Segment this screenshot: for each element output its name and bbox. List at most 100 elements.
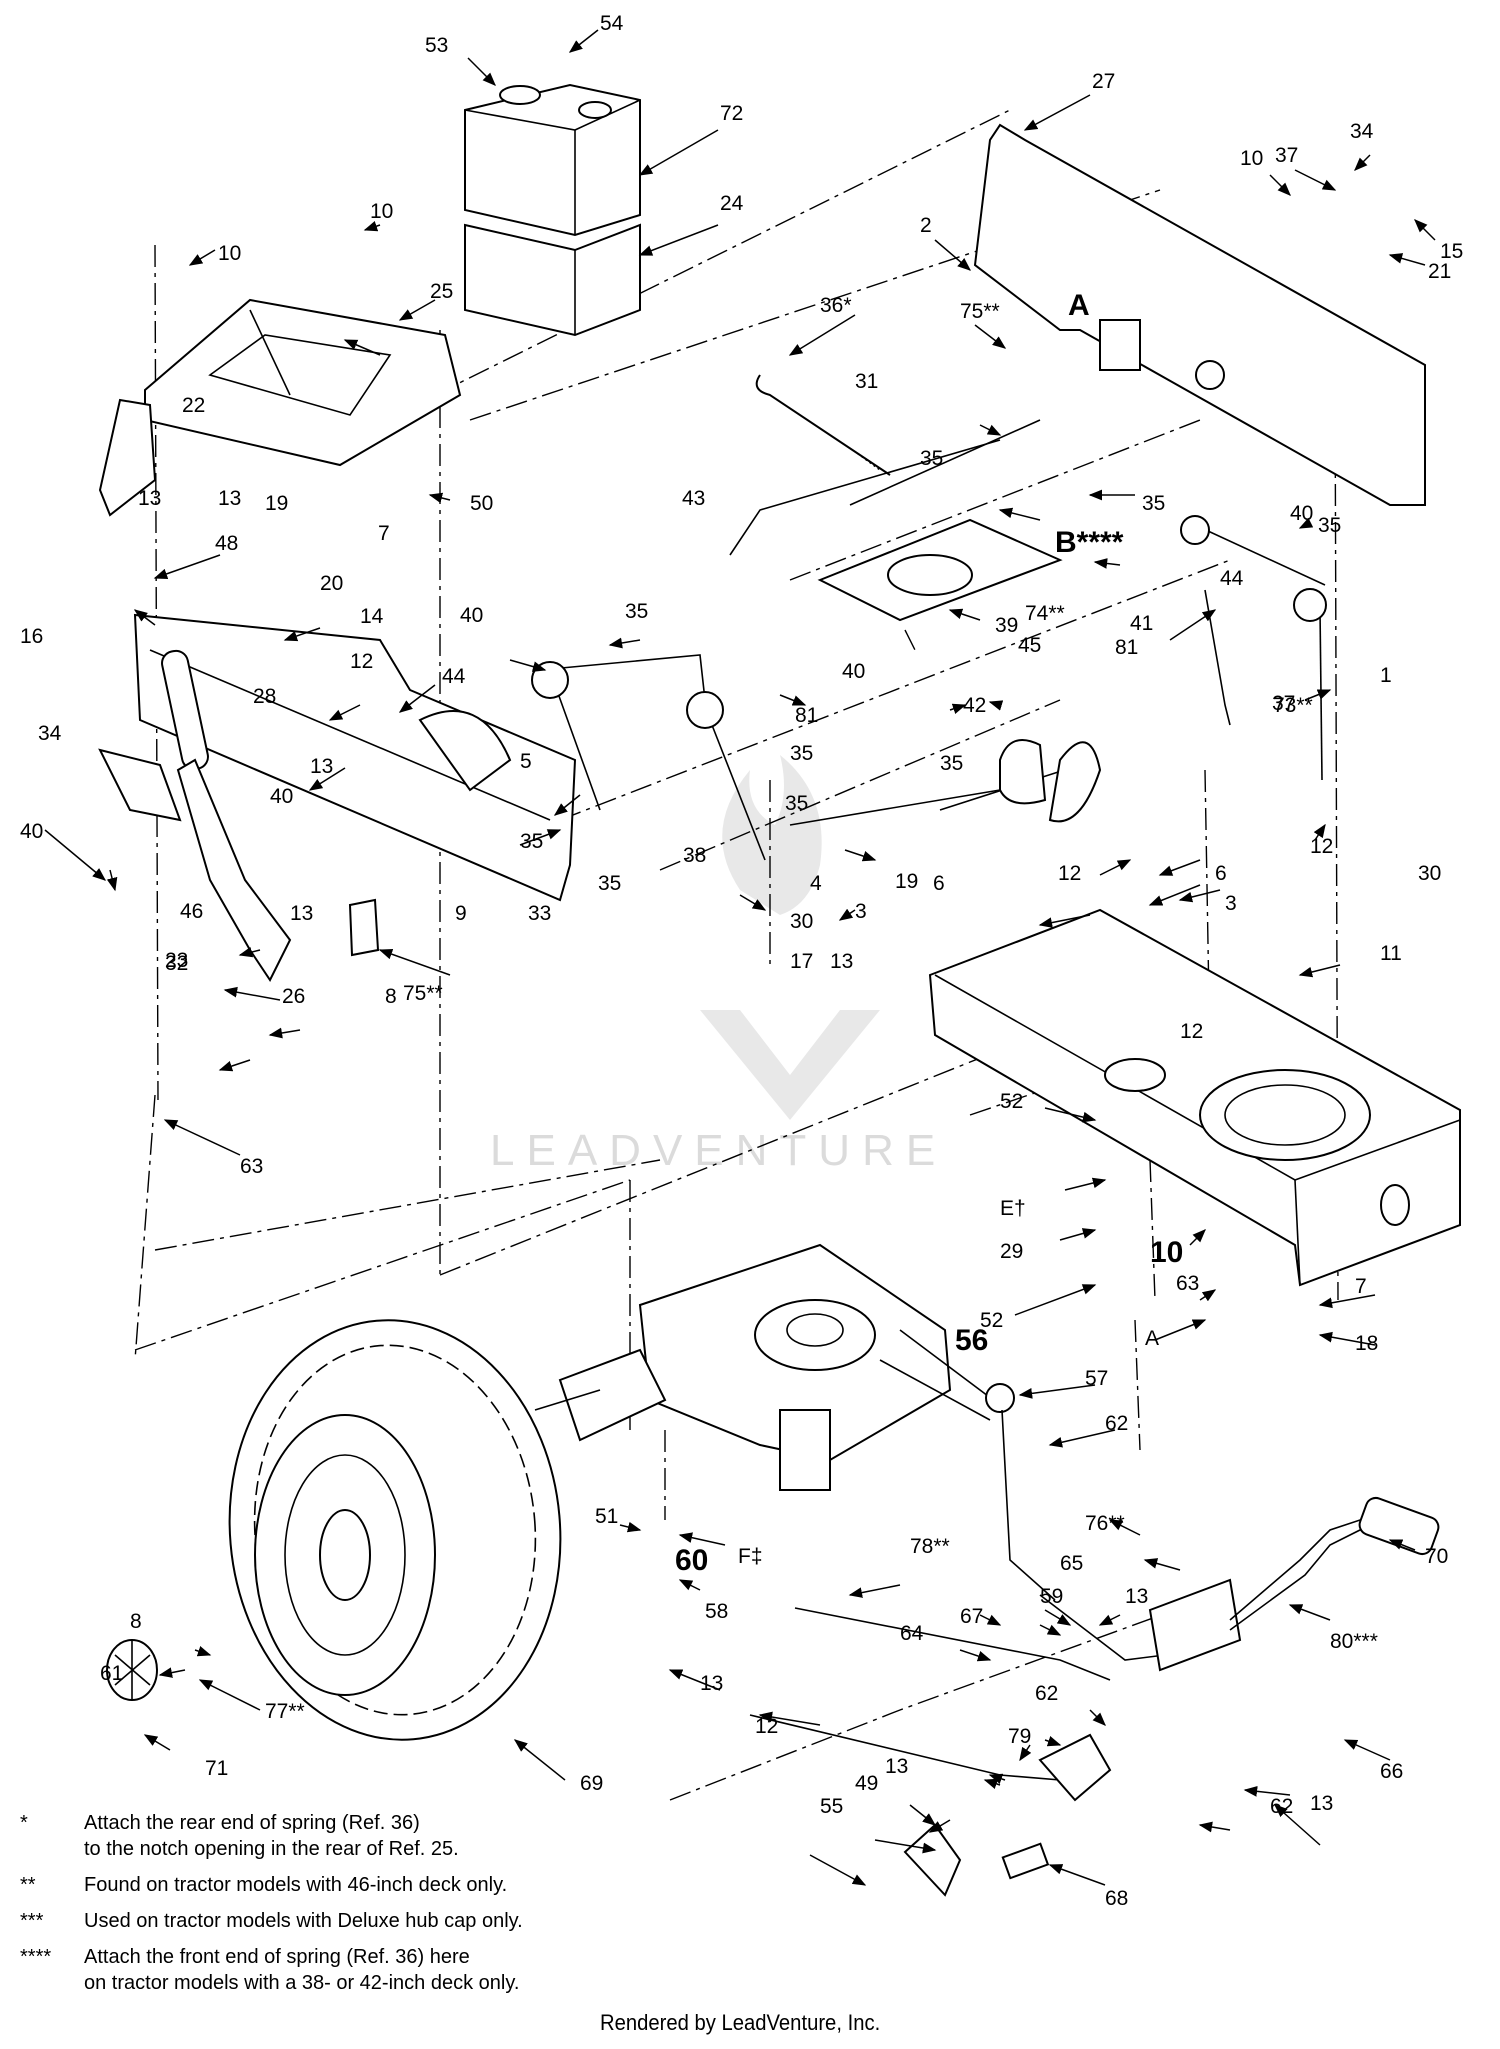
- ref-label: 73**: [1273, 694, 1313, 717]
- footnote: ** Found on tractor models with 46-inch …: [20, 1872, 640, 1898]
- ref-label: F‡: [738, 1545, 763, 1568]
- footnote-mark: **: [20, 1874, 36, 1896]
- ref-label: 11: [1380, 942, 1402, 965]
- ref-label: 6: [933, 872, 945, 895]
- ref-label: 68: [1105, 1887, 1128, 1910]
- ref-label: 54: [600, 12, 624, 35]
- ref-label: 14: [360, 605, 384, 628]
- ref-label: 13: [310, 755, 333, 778]
- footnotes: * Attach the rear end of spring (Ref. 36…: [20, 1810, 640, 2006]
- ref-label: 13: [138, 487, 161, 510]
- ref-label: 13: [830, 950, 853, 973]
- ref-label: 75**: [960, 300, 1000, 323]
- ref-label: 22: [182, 394, 205, 417]
- ref-label: 44: [1220, 567, 1244, 590]
- ref-label: 37: [1272, 692, 1295, 715]
- ref-label: 37: [1275, 144, 1298, 167]
- callout-b: B****: [1055, 526, 1124, 559]
- ref-label: 13: [1125, 1585, 1148, 1608]
- watermark-text: LEADVENTURE: [490, 1126, 947, 1175]
- footnote-mark: ***: [20, 1910, 44, 1932]
- ref-label: 72: [720, 102, 743, 125]
- reference-numbers: 54 53 72 24 27 34 37 10 15 21 2 75** 10 …: [20, 12, 1463, 1910]
- shift-and-pedal-linkage: [749, 1383, 1440, 1897]
- ref-label: 15: [1440, 240, 1463, 263]
- ref-label: 35: [1318, 514, 1341, 537]
- ref-label: 23: [165, 949, 188, 972]
- lift-spring-and-shaft: [729, 374, 1063, 622]
- ref-label: 6: [1215, 862, 1227, 885]
- ref-label: 52: [980, 1309, 1003, 1332]
- ref-label: 67: [960, 1605, 983, 1628]
- ref-label: 43: [682, 487, 705, 510]
- ref-label: A: [1145, 1327, 1159, 1350]
- ref-label: 46: [180, 900, 203, 923]
- footnote: **** Attach the front end of spring (Ref…: [20, 1944, 640, 1996]
- ref-label: 10: [1240, 147, 1263, 170]
- ref-label: 25: [430, 280, 453, 303]
- ref-label: 12: [1180, 1020, 1203, 1043]
- ref-label: 64: [900, 1622, 924, 1645]
- footnote: *** Used on tractor models with Deluxe h…: [20, 1908, 640, 1934]
- ref-label: 62: [1105, 1412, 1128, 1435]
- footnote-text: Used on tractor models with Deluxe hub c…: [84, 1910, 523, 1932]
- ref-label: 26: [282, 985, 305, 1008]
- ref-label: 40: [270, 785, 293, 808]
- ref-label: 49: [855, 1772, 878, 1795]
- ref-label: 10: [370, 200, 393, 223]
- ref-label: 24: [720, 192, 744, 215]
- ref-label: 50: [470, 492, 493, 515]
- ref-label: 31: [855, 370, 878, 393]
- ref-label: 69: [580, 1772, 603, 1795]
- ref-label: 70: [1425, 1545, 1448, 1568]
- ref-label: 36*: [820, 294, 852, 317]
- ref-label: 78**: [910, 1535, 950, 1558]
- ref-label: 80***: [1330, 1630, 1378, 1653]
- ref-label: 12: [755, 1715, 778, 1738]
- ref-label: 29: [1000, 1240, 1023, 1263]
- ref-label: 40: [842, 660, 865, 683]
- ref-label: 63: [240, 1155, 263, 1178]
- ref-label: 7: [1355, 1275, 1367, 1298]
- ref-label: 74**: [1025, 602, 1065, 625]
- ref-label: 62: [1270, 1795, 1293, 1818]
- ref-label: 44: [442, 665, 466, 688]
- ref-label: 7: [378, 522, 390, 545]
- ref-label: 16: [20, 625, 43, 648]
- ref-label: 66: [1380, 1760, 1403, 1783]
- ref-label: 71: [205, 1757, 228, 1780]
- ref-label: 48: [215, 532, 238, 555]
- battery-assembly: [464, 83, 641, 337]
- ref-label: 10: [218, 242, 241, 265]
- ref-label: 57: [1085, 1367, 1108, 1390]
- ref-label: 59: [1040, 1585, 1063, 1608]
- ref-label: 53: [425, 34, 448, 57]
- footnote: * Attach the rear end of spring (Ref. 36…: [20, 1810, 640, 1862]
- main-frame: [928, 908, 1461, 1287]
- footnote-text: Attach the front end of spring (Ref. 36)…: [84, 1946, 520, 1994]
- ref-label: 13: [218, 487, 241, 510]
- ref-label: 52: [1000, 1090, 1023, 1113]
- lift-linkage: [531, 515, 1327, 861]
- ref-label: 61: [100, 1662, 123, 1685]
- ref-label: 30: [1418, 862, 1441, 885]
- leadventure-watermark: LEADVENTURE: [490, 755, 947, 1175]
- ref-label: 40: [1290, 502, 1313, 525]
- ref-label: 34: [38, 722, 62, 745]
- ref-label: 9: [455, 902, 467, 925]
- ref-label: 2: [920, 214, 932, 237]
- ref-label: 21: [1428, 260, 1451, 283]
- ref-label: 77**: [265, 1700, 305, 1723]
- ref-label: 32: [165, 952, 188, 975]
- ref-label: 34: [1350, 120, 1374, 143]
- ref-label: 40: [460, 604, 483, 627]
- ref-label: 35: [520, 830, 543, 853]
- ref-label: 76**: [1085, 1512, 1125, 1535]
- ref-label: 62: [1035, 1682, 1058, 1705]
- ref-label: E†: [1000, 1197, 1026, 1220]
- ref-label: 20: [320, 572, 343, 595]
- ref-label: 18: [1355, 1332, 1378, 1355]
- ref-label: 35: [1142, 492, 1165, 515]
- ref-label: 28: [253, 685, 276, 708]
- footnote-mark: ****: [20, 1946, 52, 1968]
